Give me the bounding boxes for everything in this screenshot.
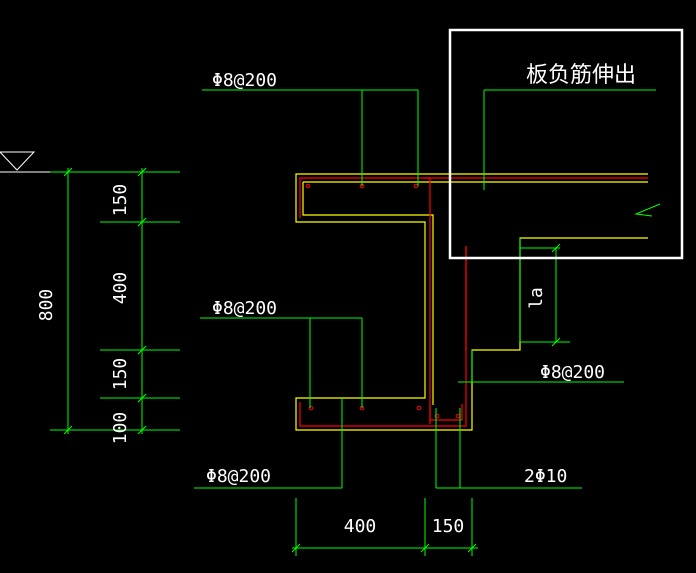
dim-150-top: 150 xyxy=(110,184,131,217)
dim-150-bottom: 150 xyxy=(110,358,131,391)
rebar-label-mid: Φ8@200 xyxy=(212,298,277,319)
dim-total-800: 800 xyxy=(36,289,57,322)
dim-400-horizontal: 400 xyxy=(344,516,377,537)
horizontal-dimensions xyxy=(291,498,478,556)
rebar-dots xyxy=(305,183,461,419)
dim-100: 100 xyxy=(110,412,131,445)
dim-400: 400 xyxy=(110,272,131,305)
concrete-outline xyxy=(295,173,648,431)
highlight-frame xyxy=(448,28,684,260)
leader-lines xyxy=(194,89,661,489)
vertical-dimensions xyxy=(50,167,180,435)
corner-bars-label: 2Φ10 xyxy=(524,466,567,487)
rebar-label-right: Φ8@200 xyxy=(540,362,605,383)
anchor-length-label: la xyxy=(526,287,547,309)
note-text: 板负筋伸出 xyxy=(526,63,636,88)
rebar-label-top: Φ8@200 xyxy=(212,70,277,91)
rebar-label-bottom: Φ8@200 xyxy=(206,466,271,487)
dim-150-horizontal: 150 xyxy=(432,516,465,537)
level-marker xyxy=(0,151,50,173)
rebar-lines xyxy=(299,177,648,427)
